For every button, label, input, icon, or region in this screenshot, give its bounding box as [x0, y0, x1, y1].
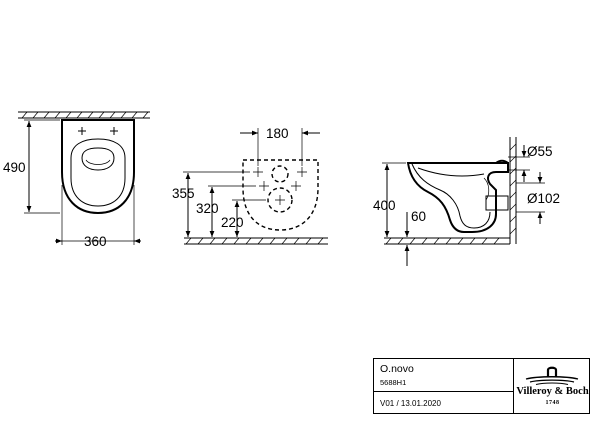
side-flush-channel [417, 167, 485, 177]
top-bowl-outline [242, 159, 319, 231]
side-bowl-inner [411, 163, 491, 229]
side-height-label: 400 [373, 198, 396, 213]
top-height-a-label: 355 [172, 186, 195, 201]
front-bowl-inner [70, 138, 126, 207]
side-outlet-pipe [485, 195, 509, 211]
front-view: 490 360 [3, 111, 150, 249]
top-mount-1-icon [253, 167, 263, 177]
top-spacing-label: 180 [266, 126, 289, 141]
top-mount-4-icon [291, 181, 301, 191]
version-date: V01 / 13.01.2020 [380, 399, 441, 408]
side-view: 400 60 Ø55 Ø102 [373, 137, 560, 266]
top-height-b-label: 320 [196, 201, 219, 216]
top-mount-3-icon [259, 181, 269, 191]
front-flush-outlet [81, 147, 115, 171]
title-block: O.novo 5688H1 V01 / 13.01.2020 Villeroy … [373, 358, 590, 414]
floor-hatch-middle [184, 237, 328, 245]
wall-hatch-top [18, 111, 150, 119]
product-name: O.novo [380, 363, 414, 375]
title-block-divider-vertical [513, 359, 514, 413]
side-offset-label: 60 [411, 209, 426, 224]
brand-logo-icon [525, 366, 579, 385]
brand-year: 1748 [545, 400, 560, 406]
side-bowl-outline [406, 162, 509, 233]
side-inlet-pipe [495, 159, 509, 164]
top-view: 180 355 320 220 [172, 126, 328, 245]
front-mount-right-icon [110, 127, 118, 135]
title-block-divider [374, 391, 513, 392]
top-mount-2-icon [297, 167, 307, 177]
front-mount-left-icon [78, 127, 86, 135]
top-height-c-label: 220 [221, 215, 244, 230]
top-inlet-circle [271, 165, 289, 183]
side-outlet-diameter-label: Ø102 [527, 191, 560, 206]
side-inlet-diameter-label: Ø55 [527, 144, 553, 159]
floor-hatch-side [384, 237, 510, 245]
wall-side [509, 137, 517, 244]
brand-name: Villeroy & Boch [516, 386, 589, 397]
article-code: 5688H1 [380, 378, 407, 387]
top-outlet-circle [267, 187, 293, 213]
front-bowl-outline [61, 119, 135, 215]
front-height-label: 490 [3, 160, 26, 175]
front-width-label: 360 [84, 234, 107, 249]
